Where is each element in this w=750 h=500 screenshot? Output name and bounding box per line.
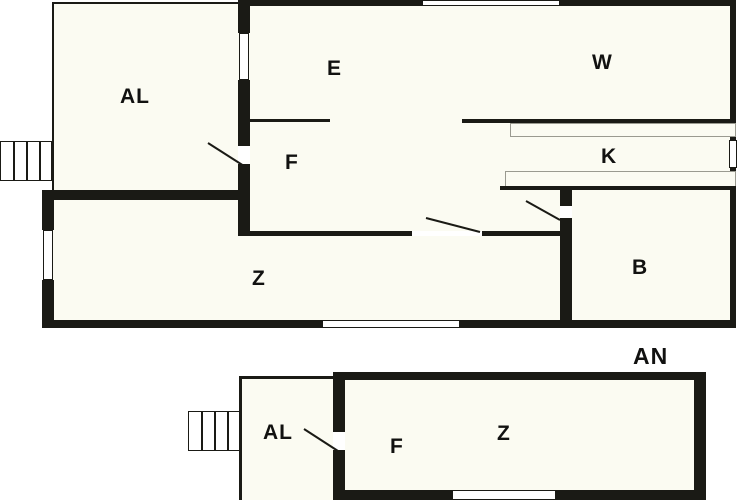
doorway-b-upper — [560, 206, 572, 218]
room-label-z-upper: Z — [252, 267, 266, 290]
door-swing-al-lower — [303, 428, 339, 452]
wall-w-k-divider-upper — [462, 119, 734, 123]
wall-al-z-divider-upper — [42, 190, 250, 200]
stair-tread-line — [201, 412, 203, 450]
wall-bottom-main-lower-left — [340, 490, 452, 500]
wall-b-left-upper-bot — [560, 218, 572, 328]
room-fill-al-upper — [52, 4, 242, 190]
wall-top-main-upper-right — [558, 0, 734, 6]
wall-al-top-lower — [239, 376, 339, 379]
stair-tread-line — [26, 142, 28, 180]
window-al-right-upper — [239, 33, 249, 80]
wall-right-main-lower — [694, 372, 706, 500]
wall-al-top-upper — [52, 2, 244, 4]
room-label-z-lower: Z — [497, 422, 511, 445]
window-z-left-upper — [43, 230, 53, 280]
room-label-b-upper: B — [632, 256, 649, 279]
room-label-f-upper: F — [285, 151, 299, 174]
wall-al-left-lower — [239, 376, 242, 500]
wall-al-main-divider-lower-top — [333, 372, 345, 432]
room-label-k-upper: K — [601, 145, 618, 168]
room-label-w-upper: W — [592, 51, 613, 74]
wall-al-main-divider-lower-bot — [333, 450, 345, 500]
stair-tread-line — [39, 142, 41, 180]
wall-al-left-upper — [52, 2, 54, 192]
stair-tread-line — [13, 142, 15, 180]
doorway-f-z-upper — [412, 231, 482, 236]
wall-z-left-upper-bot — [42, 280, 54, 328]
wall-f-z-divider-upper — [250, 231, 412, 236]
wall-bottom-upper-right — [566, 320, 736, 328]
wall-bottom-upper-left — [42, 320, 322, 328]
wall-top-main-lower — [340, 372, 706, 380]
door-swing-al-f-upper — [207, 142, 245, 167]
room-fill-z-upper — [44, 190, 564, 324]
wall-right-upper — [730, 0, 736, 140]
room-fill-al-lower — [240, 376, 336, 500]
room-label-e-upper: E — [327, 57, 343, 80]
wall-right-upper-lower-part — [730, 168, 736, 328]
wall-bottom-upper-mid — [460, 320, 570, 328]
room-label-f-lower: F — [390, 435, 404, 458]
room-label-al-lower: AL — [263, 421, 293, 444]
wall-b-left-upper-top — [560, 190, 572, 206]
wall-z-left-upper-top — [42, 190, 54, 230]
window-top-main-upper — [422, 0, 560, 6]
door-swing-f-z-upper — [425, 217, 481, 233]
wall-k-bottom-upper — [500, 186, 736, 190]
door-swing-b-upper — [525, 200, 561, 221]
kitchen-counter-top — [510, 123, 736, 137]
window-bottom-z-upper — [322, 320, 460, 328]
wall-al-right-upper-mid — [238, 80, 250, 146]
wall-al-right-upper-bot — [238, 164, 250, 236]
window-right-k-upper — [729, 140, 737, 168]
wall-top-main-upper — [244, 0, 424, 6]
stair-tread-line — [214, 412, 216, 450]
room-fill-main-lower — [340, 372, 706, 500]
wall-bottom-main-lower-right — [556, 490, 706, 500]
kitchen-counter-bottom — [505, 171, 736, 187]
doorway-al-main-lower — [333, 432, 345, 450]
room-label-al-upper: AL — [120, 85, 150, 108]
wall-e-f-divider-upper — [250, 119, 330, 122]
doorway-al-f-upper — [238, 146, 250, 164]
wall-f-z-divider-upper-right — [482, 231, 566, 236]
window-bottom-main-lower — [452, 490, 556, 500]
wall-al-right-upper-top — [238, 0, 250, 33]
annex-annotation-label: AN — [633, 343, 669, 369]
room-fill-b-upper — [566, 196, 736, 324]
stair-tread-line — [227, 412, 229, 450]
